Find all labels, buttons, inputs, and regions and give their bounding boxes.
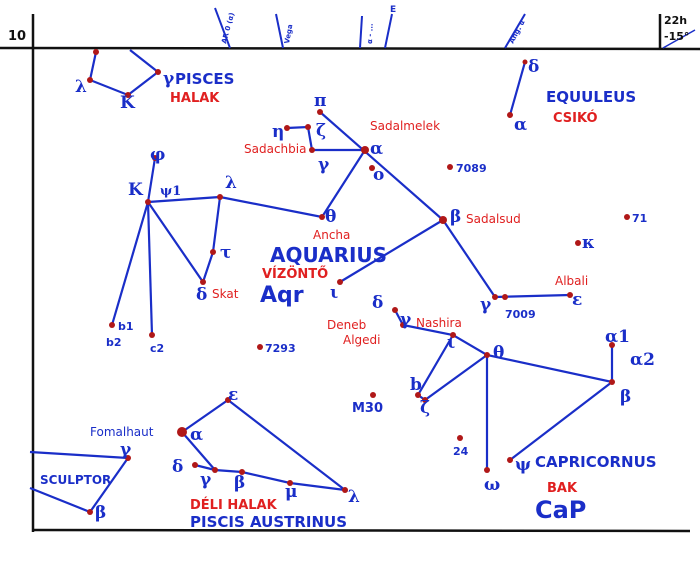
star-label: ι	[330, 283, 338, 303]
aquarius-hungarian: VÍZÖNTŐ	[262, 266, 328, 282]
object-label: 24	[453, 445, 469, 458]
star-name-nashira: Nashira	[416, 316, 462, 330]
arrow-label: Vega	[283, 23, 294, 44]
star-label: λ	[75, 77, 87, 97]
star-label: α	[190, 425, 203, 445]
sculptor-name: SCULPTOR	[40, 473, 111, 487]
star-label: c2	[150, 342, 164, 355]
star-label: θ	[493, 343, 504, 363]
star-label: λ	[225, 173, 237, 193]
stars	[87, 49, 630, 515]
star-label: δ	[196, 285, 207, 305]
star-label: b2	[106, 336, 122, 349]
arrow-label: E	[390, 5, 396, 15]
star-label: δ	[172, 457, 183, 477]
aquarius-abbr: Aqr	[260, 283, 304, 308]
star-label: K	[128, 180, 144, 200]
star-name-algedi: Algedi	[343, 333, 381, 347]
star-label: γ	[163, 69, 175, 89]
star-name-albali: Albali	[555, 274, 588, 288]
star-label: δ	[528, 57, 539, 77]
star-name-sadachbia: Sadachbia	[244, 142, 306, 156]
capricornus-hungarian: BAK	[547, 481, 578, 496]
star-label: ζ	[420, 398, 430, 418]
direction-arrows	[214, 7, 526, 49]
star-label: β	[234, 473, 245, 493]
dec-label: -15°	[664, 30, 689, 43]
hour-label: 10	[8, 29, 26, 44]
star-label: φ	[150, 145, 165, 165]
star-label: θ	[325, 207, 336, 227]
object-label: 71	[632, 212, 647, 225]
star-name-sadalmelek: Sadalmelek	[370, 119, 440, 133]
arrow-label: α - ...	[366, 23, 375, 44]
star-name-fomalhaut: Fomalhaut	[90, 425, 154, 439]
star-name-ancha: Ancha	[313, 228, 350, 242]
star-label: α	[370, 139, 383, 159]
star-label: γ	[120, 440, 132, 460]
star-label: γ	[400, 310, 412, 330]
star-label: γ	[318, 155, 330, 175]
star-label: γ	[200, 470, 212, 490]
star-label: K	[120, 93, 136, 113]
star-label: ε	[572, 290, 582, 310]
star-label: ι	[447, 333, 455, 353]
capricornus-abbr: CaP	[535, 496, 586, 524]
star-label: ω	[484, 475, 500, 495]
star-label: ψ1	[160, 184, 181, 199]
star-names: Sadalmelek Sadachbia Ancha Sadalsud Skat…	[90, 119, 588, 439]
frame: 10 22h -15°	[0, 14, 700, 533]
star-label: π	[314, 91, 326, 111]
object-label: M30	[352, 401, 383, 416]
star-label: β	[95, 503, 106, 523]
object-label: 7009	[505, 308, 536, 321]
star-name-deneb: Deneb	[327, 318, 366, 332]
star-label: λ	[348, 487, 360, 507]
star-label: δ	[372, 293, 383, 313]
star-label: κ	[582, 233, 595, 253]
capricornus-name: CAPRICORNUS	[535, 453, 657, 471]
object-label: 7293	[265, 342, 296, 355]
equuleus-name: EQUULEUS	[546, 88, 636, 106]
greek-labels: λ K γ δ α π ζ η γ α ο θ ι β γ ε φ K ψ1 λ…	[75, 57, 655, 523]
star-label: ε	[228, 385, 238, 405]
equuleus-hungarian: CSIKÓ	[553, 110, 598, 126]
constellation-names: PISCES HALAK EQUULEUS CSIKÓ AQUARIUS VÍZ…	[40, 70, 657, 531]
star-label: ψ	[515, 455, 531, 475]
star-label: β	[620, 387, 631, 407]
star-name-sadalsud: Sadalsud	[466, 212, 521, 226]
object-label: 7089	[456, 162, 487, 175]
psa-name: PISCIS AUSTRINUS	[190, 513, 347, 531]
star-label: α	[514, 115, 527, 135]
star-label: η	[272, 122, 284, 142]
star-label: μ	[285, 482, 297, 502]
pisces-hungarian: HALAK	[170, 91, 220, 106]
psa-hungarian: DÉLI HALAK	[190, 497, 278, 513]
aquarius-name: AQUARIUS	[270, 243, 387, 267]
pisces-name: PISCES	[175, 70, 234, 88]
star-label: γ	[480, 295, 492, 315]
star-label: τ	[220, 243, 231, 263]
star-label: ζ	[316, 121, 326, 141]
object-labels: 7089 7009 7293 M30 24 71	[265, 162, 647, 458]
arrow-label: Ang. α	[508, 19, 527, 45]
star-label: α1	[605, 327, 630, 347]
star-label: b	[410, 375, 422, 395]
star-label: b1	[118, 320, 134, 333]
star-label: α2	[630, 350, 655, 370]
star-name-skat: Skat	[212, 287, 239, 301]
star-label: β	[450, 207, 461, 227]
star-label: ο	[373, 165, 384, 185]
ra-label: 22h	[664, 14, 687, 27]
